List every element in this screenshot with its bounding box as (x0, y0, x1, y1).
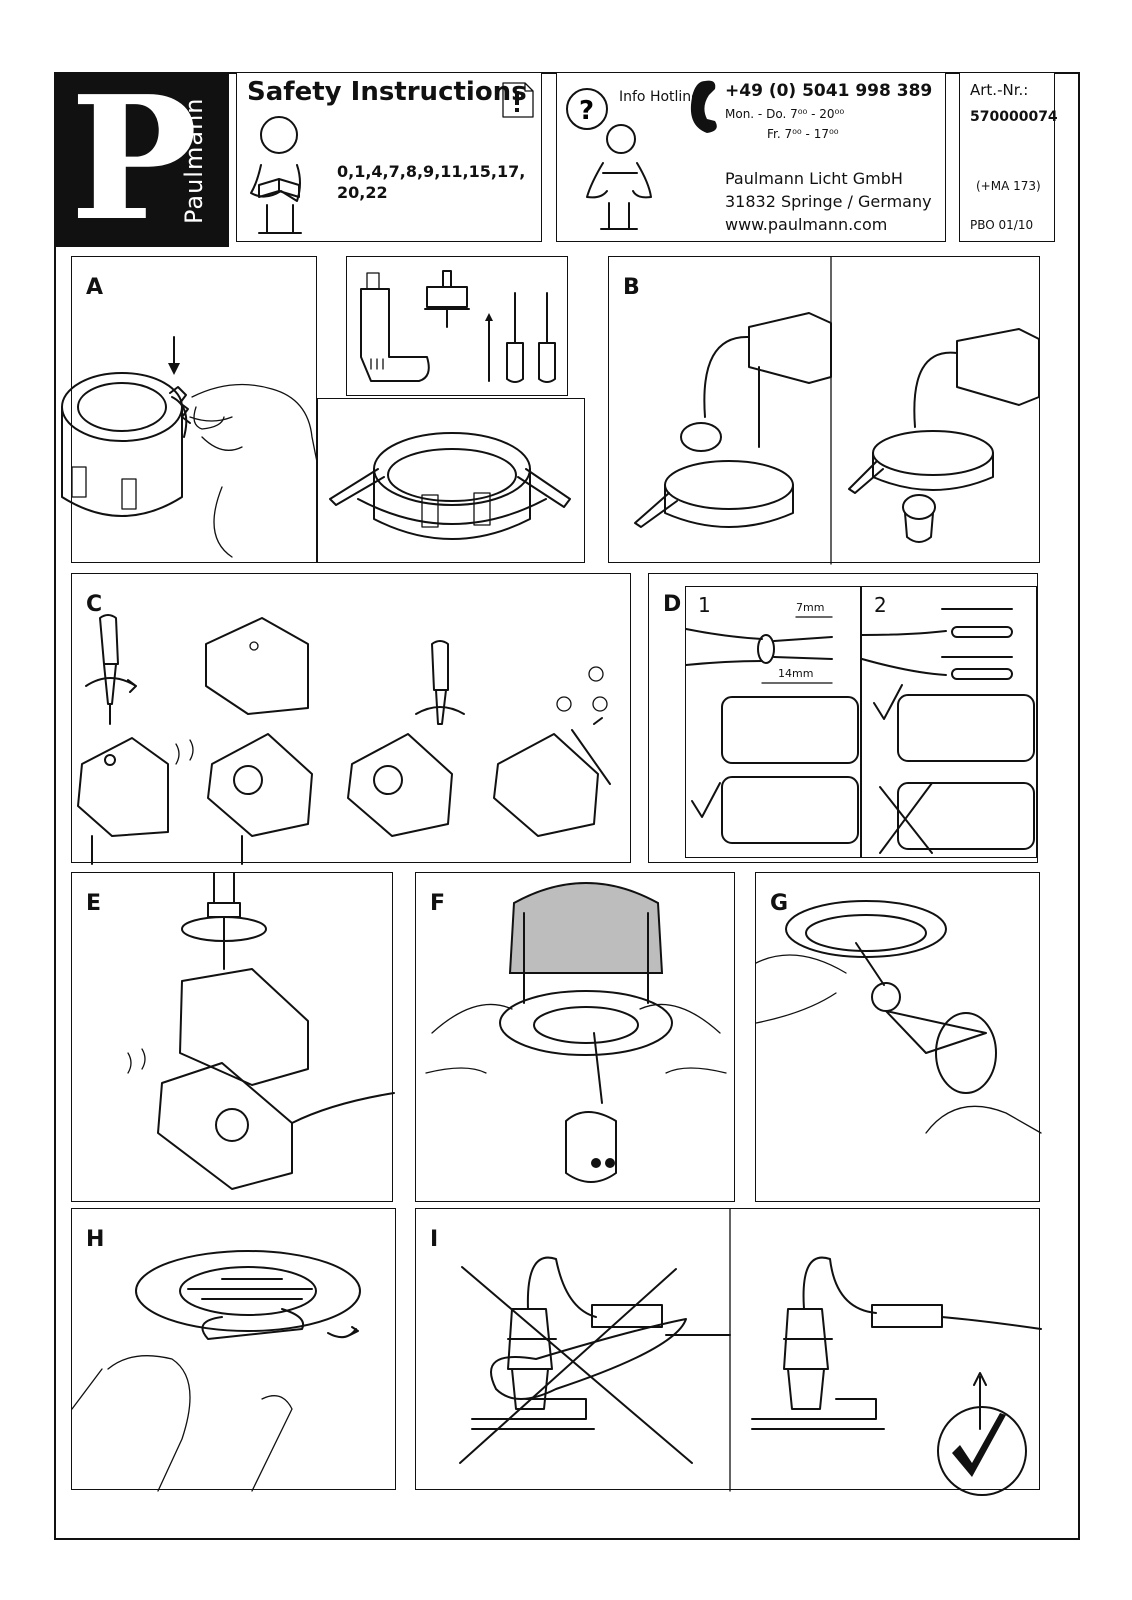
safety-codes: 0,1,4,7,8,9,11,15,17, 20,22 (337, 162, 526, 202)
step-1-label: 1 (698, 593, 711, 617)
ferrule-wire-illustration (861, 608, 1035, 854)
question-person-icon: ? (566, 88, 652, 230)
panel-i: I (415, 1208, 1042, 1496)
phone-icon (690, 80, 717, 133)
panel-g-letter: G (770, 891, 789, 916)
tools-box (346, 256, 568, 396)
step-1-box: 1 7mm 14mm (685, 586, 861, 858)
panel-c: C (71, 573, 631, 865)
company-address: 31832 Springe / Germany (725, 192, 932, 211)
panel-b-letter: B (623, 275, 640, 300)
panel-a: A (61, 256, 319, 563)
tools-icon (360, 270, 556, 383)
company-name: Paulmann Licht GmbH (725, 169, 903, 188)
panel-h: H (71, 1208, 396, 1492)
panel-a-letter: A (86, 275, 104, 300)
document-warning-icon (502, 82, 534, 118)
panel-d: D 1 7mm 14mm 2 (648, 573, 1038, 863)
logo-letter: P (70, 59, 198, 259)
step-2-label: 2 (874, 593, 887, 617)
hours-friday: Fr. 7⁰⁰ - 17⁰⁰ (767, 127, 839, 141)
clip-ring-illustration (329, 432, 571, 540)
panel-e-illustration (127, 872, 395, 1190)
clip-detail-box (317, 398, 585, 563)
logo-brand: Paulmann (180, 97, 208, 225)
panel-f-illustration (425, 882, 727, 1183)
panel-c-letter: C (86, 592, 103, 617)
svg-text:?: ? (579, 96, 594, 126)
hotline-box: ? Info Hotline +49 (0) 5041 998 389 Mon.… (556, 72, 946, 242)
checkmark-circle (937, 1406, 1027, 1496)
panel-c-illustration (77, 614, 611, 865)
panel-d-letter: D (663, 592, 682, 617)
panel-g: G (755, 872, 1042, 1202)
panel-f-letter: F (430, 891, 446, 916)
panel-b: B (608, 256, 1040, 565)
panel-i-illustration (459, 1208, 1042, 1496)
panel-a-illustration (61, 336, 319, 558)
panel-h-illustration (71, 1250, 361, 1492)
company-website[interactable]: www.paulmann.com (725, 215, 888, 234)
ma-code: (+MA 173) (976, 179, 1041, 193)
safety-title: Safety Instructions (247, 77, 527, 107)
hotline-label: Info Hotline (619, 89, 700, 105)
strip-wire-illustration (685, 616, 859, 844)
strip-short-label: 7mm (796, 601, 825, 614)
hotline-phone[interactable]: +49 (0) 5041 998 389 (725, 81, 933, 101)
panel-e: E (71, 872, 395, 1202)
art-number: 570000074 (970, 109, 1058, 125)
panel-i-letter: I (430, 1227, 439, 1252)
panel-h-letter: H (86, 1227, 105, 1252)
panel-g-illustration (755, 900, 1042, 1134)
panel-e-letter: E (86, 891, 102, 916)
panel-b-illustration (634, 256, 1040, 565)
art-label: Art.-Nr.: (970, 81, 1029, 99)
hours-weekday: Mon. - Do. 7⁰⁰ - 20⁰⁰ (725, 107, 845, 121)
pbo-code: PBO 01/10 (970, 218, 1034, 232)
article-box: Art.-Nr.: 570000074 (+MA 173) PBO 01/10 (959, 72, 1058, 242)
strip-long-label: 14mm (778, 667, 814, 680)
book-reader-icon (250, 116, 302, 234)
safety-box: Safety Instructions 0,1,4,7,8,9,11,15,17… (236, 72, 542, 242)
panel-f: F (415, 872, 735, 1202)
step-2-box: 2 (861, 586, 1037, 858)
paulmann-logo: P Paulmann (54, 72, 229, 247)
